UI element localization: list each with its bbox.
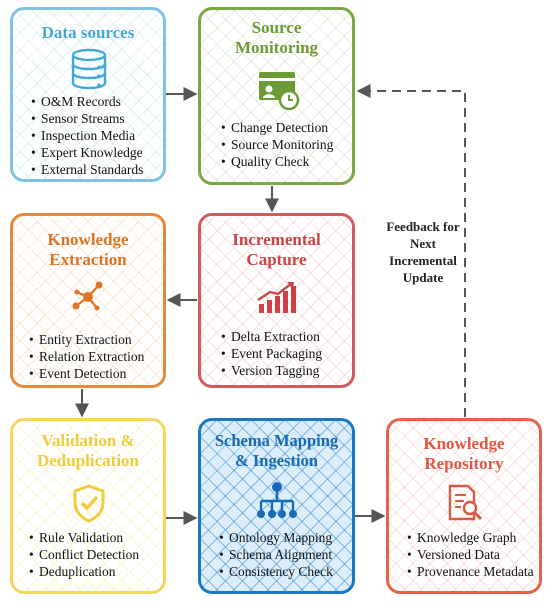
list-item: Sensor Streams (31, 110, 143, 127)
list-item: Inspection Media (31, 127, 143, 144)
validation-deduplication-box: Validation & Deduplication Rule Validati… (10, 418, 166, 594)
list-item: Versioned Data (407, 546, 534, 563)
feedback-label: Feedback for Next Incremental Update (386, 219, 460, 285)
growth-chart-icon (257, 282, 296, 313)
list-item: Source Monitoring (221, 136, 333, 153)
list-item: Event Packaging (221, 345, 322, 362)
data-sources-box: Data sources O&M Records Sensor Streams … (10, 7, 166, 182)
data-sources-title: Data sources (41, 23, 135, 42)
knowledge-repository-title: Knowledge Repository (423, 434, 505, 474)
list-item: Delta Extraction (221, 328, 322, 345)
list-item: External Standards (31, 161, 143, 178)
list-item: Change Detection (221, 119, 333, 136)
document-search-icon (448, 484, 483, 521)
list-item: O&M Records (31, 93, 143, 110)
list-item: Entity Extraction (29, 331, 144, 348)
list-item: Schema Alignment (219, 546, 333, 563)
hierarchy-icon (257, 482, 297, 518)
database-icon (71, 48, 107, 90)
list-item: Ontology Mapping (219, 529, 333, 546)
validation-deduplication-title: Validation & Deduplication (36, 431, 140, 471)
knowledge-extraction-title: Knowledge Extraction (47, 230, 129, 270)
monitor-clock-icon (259, 72, 300, 110)
list-item: Event Detection (29, 365, 144, 382)
list-item: Provenance Metadata (407, 563, 534, 580)
shield-check-icon (73, 484, 105, 523)
list-item: Knowledge Graph (407, 529, 534, 546)
list-item: Rule Validation (29, 529, 139, 546)
list-item: Deduplication (29, 563, 139, 580)
list-item: Version Tagging (221, 362, 322, 379)
list-item: Quality Check (221, 153, 333, 170)
source-monitoring-title: Source Monitoring (234, 18, 319, 58)
list-item: Conflict Detection (29, 546, 139, 563)
network-hub-icon (72, 281, 103, 311)
schema-mapping-box: Schema Mapping & Ingestion Ontology Mapp… (198, 418, 355, 594)
list-item: Consistency Check (219, 563, 333, 580)
incremental-capture-box: Incremental Capture Delta Extraction Eve… (198, 213, 355, 388)
source-monitoring-box: Source Monitoring Change Detection Sourc… (198, 7, 355, 185)
incremental-capture-title: Incremental Capture (232, 230, 321, 270)
list-item: Relation Extraction (29, 348, 144, 365)
list-item: Expert Knowledge (31, 144, 143, 161)
knowledge-extraction-box: Knowledge Extraction Entity Extraction R… (10, 213, 166, 388)
knowledge-repository-box: Knowledge Repository Knowledge Graph Ver… (386, 418, 542, 594)
feedback-arrow (356, 84, 466, 417)
schema-mapping-title: Schema Mapping & Ingestion (214, 431, 339, 470)
